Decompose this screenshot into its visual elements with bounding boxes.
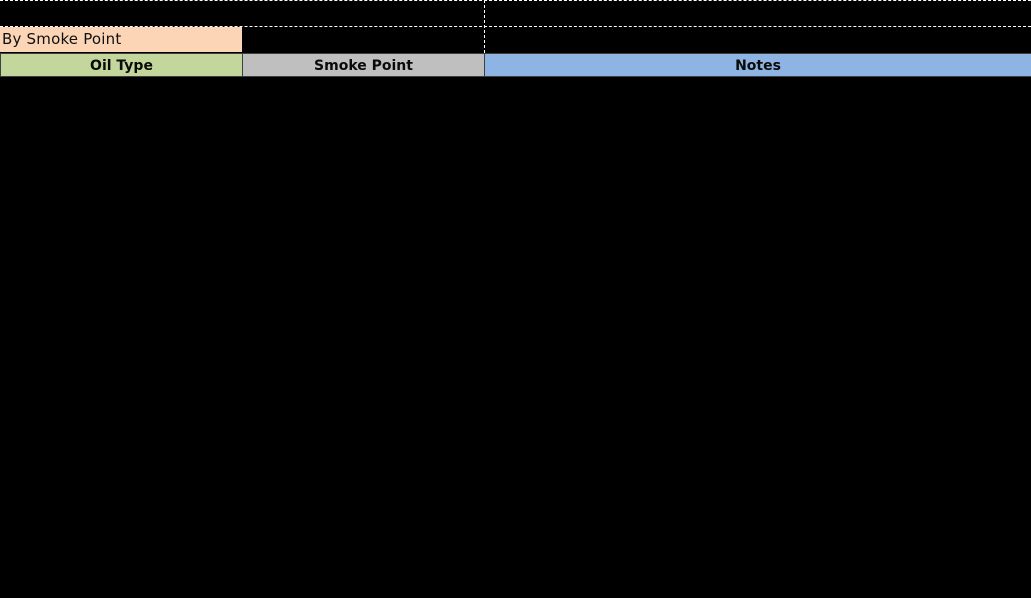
column-header-notes[interactable]: Notes	[484, 53, 1031, 77]
gridline-horizontal-top	[0, 0, 1031, 1]
gridline-vertical-notes-column	[484, 0, 485, 53]
section-title-cell[interactable]: By Smoke Point	[0, 27, 242, 52]
column-header-oil-type[interactable]: Oil Type	[0, 53, 243, 77]
table-body-empty[interactable]	[0, 77, 1031, 598]
column-header-smoke-point[interactable]: Smoke Point	[242, 53, 485, 77]
gridline-horizontal-middle	[0, 26, 1031, 27]
table-header-row: Oil Type Smoke Point Notes	[0, 53, 1031, 77]
